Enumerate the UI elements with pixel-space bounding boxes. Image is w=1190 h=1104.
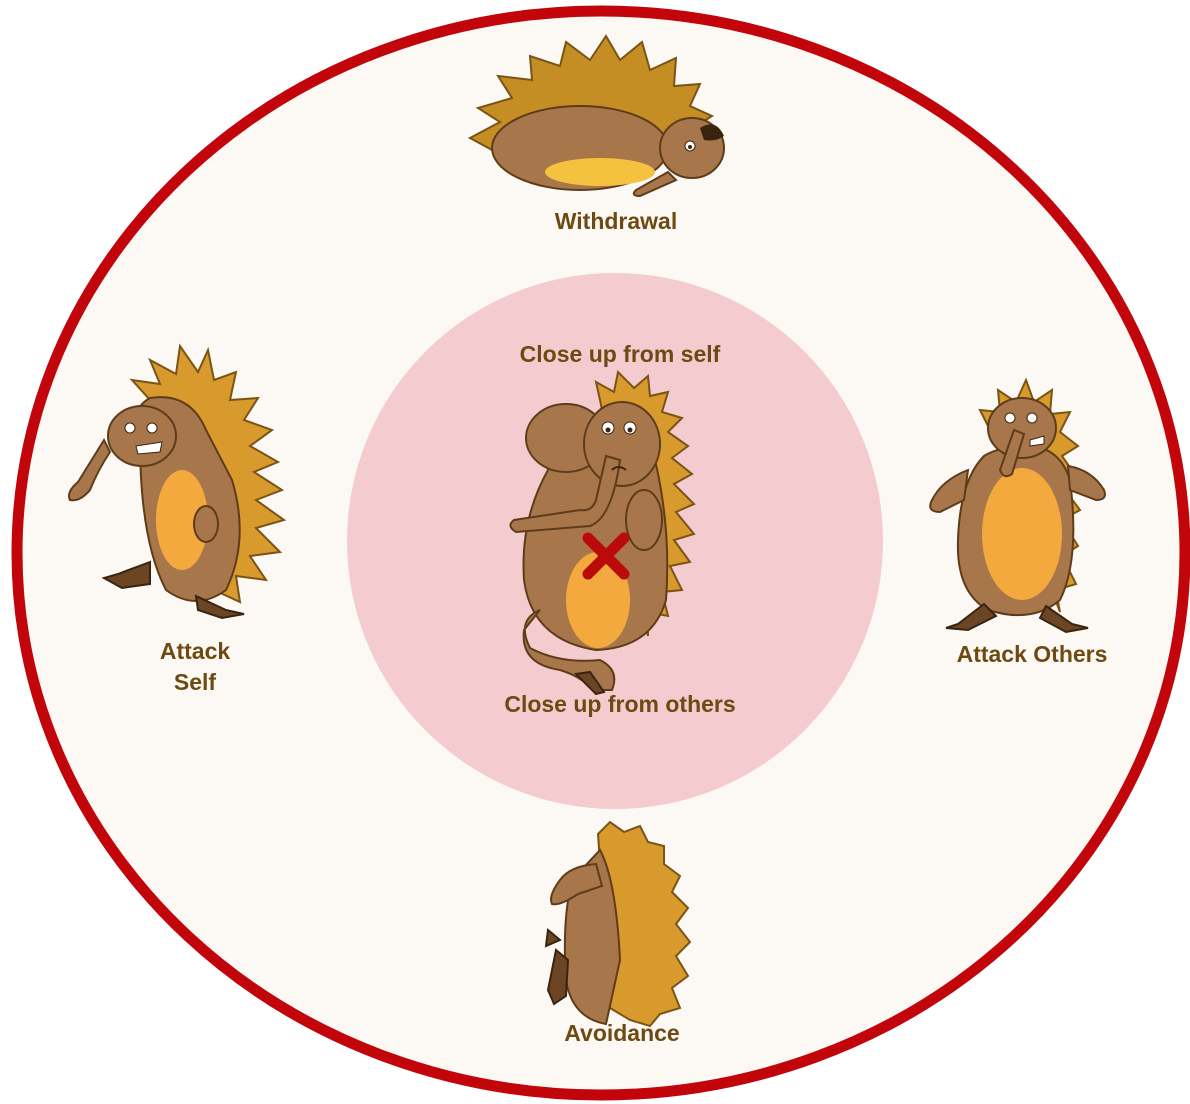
close-up-from-others-label: Close up from others (460, 689, 780, 720)
close-up-from-self-label: Close up from self (480, 339, 760, 370)
attack-self-label-line1: Attack (125, 636, 265, 667)
attack-self-label-line2: Self (125, 667, 265, 698)
attack-self-label: Attack Self (125, 636, 265, 698)
avoidance-label: Avoidance (522, 1018, 722, 1049)
attack-others-label: Attack Others (922, 639, 1142, 670)
withdrawal-label: Withdrawal (516, 206, 716, 237)
